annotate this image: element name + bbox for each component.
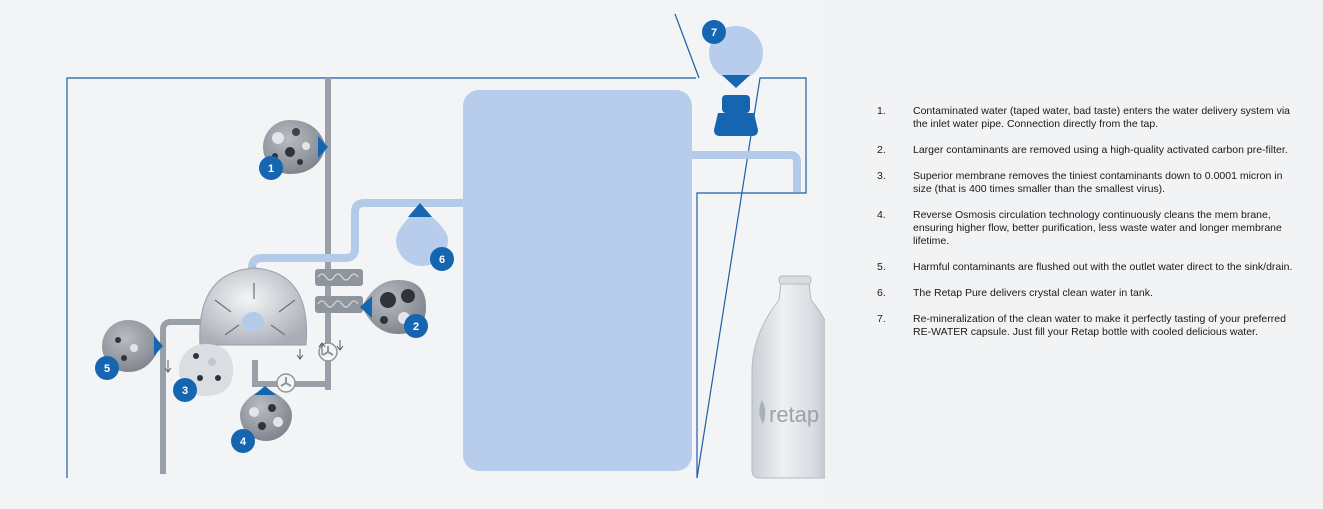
step-item: 2.Larger contaminants are removed using … <box>877 144 1297 157</box>
marker-6: 6 <box>430 247 454 271</box>
capsule-pointer-line <box>675 14 699 78</box>
marker-label: 1 <box>268 163 274 175</box>
bottle-brand-text: retap <box>769 402 819 427</box>
marker-2: 2 <box>404 314 428 338</box>
step-text: Harmful contaminants are flushed out wit… <box>913 261 1297 274</box>
retap-bottle: retap <box>752 276 825 478</box>
step-number: 1. <box>877 105 913 131</box>
marker-5: 5 <box>95 356 119 380</box>
water-system-diagram: retap 1 2 3 4 5 6 7 <box>0 0 825 509</box>
step-number: 4. <box>877 209 913 248</box>
step-text: Re-mineralization of the clean water to … <box>913 313 1297 339</box>
step-item: 5.Harmful contaminants are flushed out w… <box>877 261 1297 274</box>
step-number: 7. <box>877 313 913 339</box>
step-item: 6.The Retap Pure delivers crystal clean … <box>877 287 1297 300</box>
osmosis-membrane <box>200 268 307 345</box>
step-number: 2. <box>877 144 913 157</box>
marker-label: 2 <box>413 321 419 333</box>
marker-label: 3 <box>182 385 188 397</box>
step-text: Contaminated water (taped water, bad tas… <box>913 105 1297 131</box>
carbon-prefilter <box>315 269 363 313</box>
housing-outline <box>67 78 806 478</box>
step-number: 5. <box>877 261 913 274</box>
marker-label: 5 <box>104 363 110 375</box>
water-tank <box>463 90 692 471</box>
marker-1: 1 <box>259 156 283 180</box>
diagram-area: retap 1 2 3 4 5 6 7 <box>0 0 825 509</box>
step-text: The Retap Pure delivers crystal clean wa… <box>913 287 1297 300</box>
marker-3: 3 <box>173 378 197 402</box>
step-text: Larger contaminants are removed using a … <box>913 144 1297 157</box>
marker-label: 7 <box>711 27 717 39</box>
step-item: 3.Superior membrane removes the tiniest … <box>877 170 1297 196</box>
step-item: 1.Contaminated water (taped water, bad t… <box>877 105 1297 131</box>
step-item: 7.Re-mineralization of the clean water t… <box>877 313 1297 339</box>
marker-4: 4 <box>231 429 255 453</box>
marker-7: 7 <box>702 20 726 44</box>
step-number: 6. <box>877 287 913 300</box>
step-text: Reverse Osmosis circulation technology c… <box>913 209 1297 248</box>
process-steps-list: 1.Contaminated water (taped water, bad t… <box>877 105 1297 352</box>
pump-fan-icon <box>277 374 295 392</box>
re-water-capsule <box>714 95 758 136</box>
step-item: 4.Reverse Osmosis circulation technology… <box>877 209 1297 248</box>
step-number: 3. <box>877 170 913 196</box>
marker-label: 6 <box>439 254 445 266</box>
marker-label: 4 <box>240 436 247 448</box>
step-text: Superior membrane removes the tiniest co… <box>913 170 1297 196</box>
